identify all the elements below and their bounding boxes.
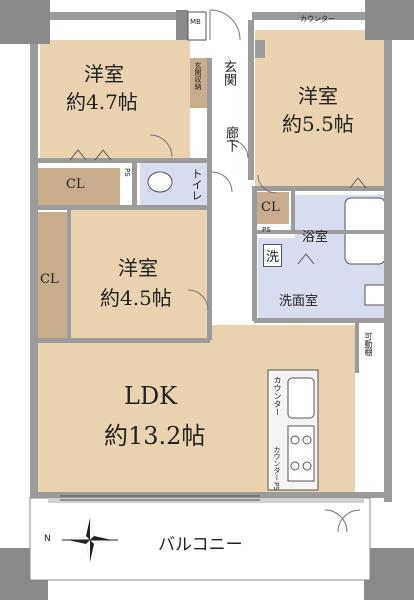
closet-vertical bbox=[35, 212, 67, 340]
pillar-top-left bbox=[0, 0, 50, 44]
corridor-label: 廊下 bbox=[223, 126, 238, 152]
washroom-label: 洗面室 bbox=[279, 294, 319, 309]
western-room-3-name: 洋室 bbox=[118, 256, 158, 280]
stove bbox=[287, 425, 315, 482]
compass-n-label: N bbox=[44, 534, 51, 544]
ps-label-3: PS bbox=[272, 482, 280, 491]
western-room-3-floor bbox=[70, 208, 210, 343]
closet-left bbox=[35, 168, 120, 206]
compass-icon bbox=[62, 518, 118, 562]
mb-box bbox=[187, 11, 207, 41]
western-room-2-name: 洋室 bbox=[298, 84, 338, 108]
bath-label: 浴室 bbox=[302, 230, 329, 245]
ldk-size: 約13.2帖 bbox=[104, 422, 206, 450]
western-room-3-size: 約4.5帖 bbox=[100, 286, 172, 310]
ps-label-2: PS bbox=[262, 226, 271, 234]
ldk-name: LDK bbox=[124, 382, 178, 410]
closet-left-label: CL bbox=[66, 177, 85, 192]
closet-vertical-label: CL bbox=[40, 272, 59, 287]
toilet-label: トイレ bbox=[190, 168, 203, 201]
mb-label: MB bbox=[190, 18, 201, 26]
balcony-label: バルコニー bbox=[158, 535, 243, 555]
counter-kitchen-label: カウンター bbox=[273, 376, 282, 416]
closet-mid bbox=[257, 192, 289, 224]
entrance-label: 玄関 bbox=[221, 60, 236, 86]
ps-label-1: PS bbox=[123, 168, 131, 177]
western-room-1-name: 洋室 bbox=[84, 62, 124, 86]
mb-pillar bbox=[176, 10, 188, 40]
counter-small-label: カウンター bbox=[273, 446, 281, 481]
western-room-1-floor bbox=[40, 40, 190, 160]
movable-shelf-label: 可動棚 bbox=[364, 332, 373, 356]
pillar-top-right bbox=[365, 0, 414, 40]
western-room-1-size: 約4.7帖 bbox=[66, 90, 138, 114]
pillar-bottom-right bbox=[364, 548, 414, 600]
shoe-storage bbox=[190, 58, 208, 108]
sink bbox=[287, 377, 315, 419]
toilet-bowl bbox=[147, 171, 173, 193]
shoe-storage-label: 玄関収納 bbox=[194, 62, 202, 90]
western-room-2-size: 約5.5帖 bbox=[282, 112, 354, 136]
western-room-2-floor bbox=[255, 30, 387, 190]
closet-mid-label: CL bbox=[261, 200, 280, 215]
wash-basin bbox=[364, 284, 386, 306]
wash-label: 洗 bbox=[263, 244, 283, 267]
counter-top-label: カウンター bbox=[300, 15, 335, 23]
